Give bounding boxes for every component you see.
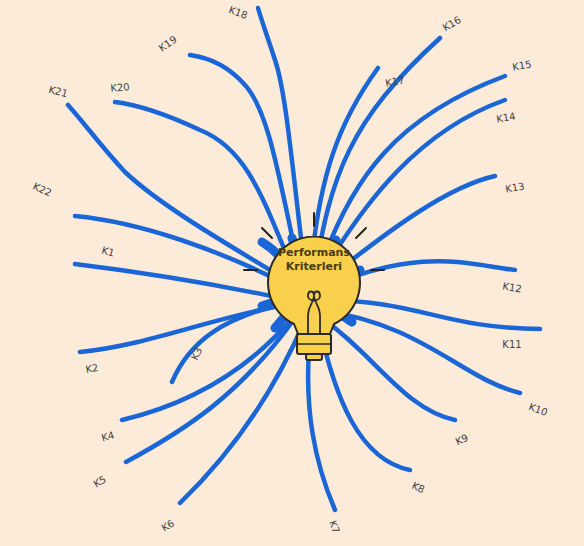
criterion-label: K2 [84,362,101,376]
light-bulb: Performans Kriterleri [264,236,364,362]
criterion-label: K20 [109,81,131,95]
criterion-label: K7 [326,518,342,536]
criterion-label: K4 [99,429,117,444]
criterion-label: K11 [501,339,522,351]
bulb-title: Performans Kriterleri [272,246,356,274]
criterion-label: K10 [526,401,550,420]
criterion-label: K1 [99,244,117,259]
criterion-label: K6 [159,517,178,535]
criterion-label: K22 [30,180,54,200]
criterion-label: K8 [409,479,428,496]
criterion-label: K13 [503,180,526,196]
criterion-label: K5 [91,473,110,491]
criterion-label: K17 [383,74,406,90]
criterion-label: K15 [510,58,533,74]
criterion-label: K14 [494,110,517,126]
criterion-label: K18 [226,4,250,23]
criterion-label: K9 [453,431,472,448]
criterion-label: K16 [440,13,464,34]
criterion-label: K3 [188,345,205,364]
criterion-label: K21 [46,83,70,100]
criterion-label: K19 [156,33,180,55]
criterion-label: K12 [500,280,523,296]
